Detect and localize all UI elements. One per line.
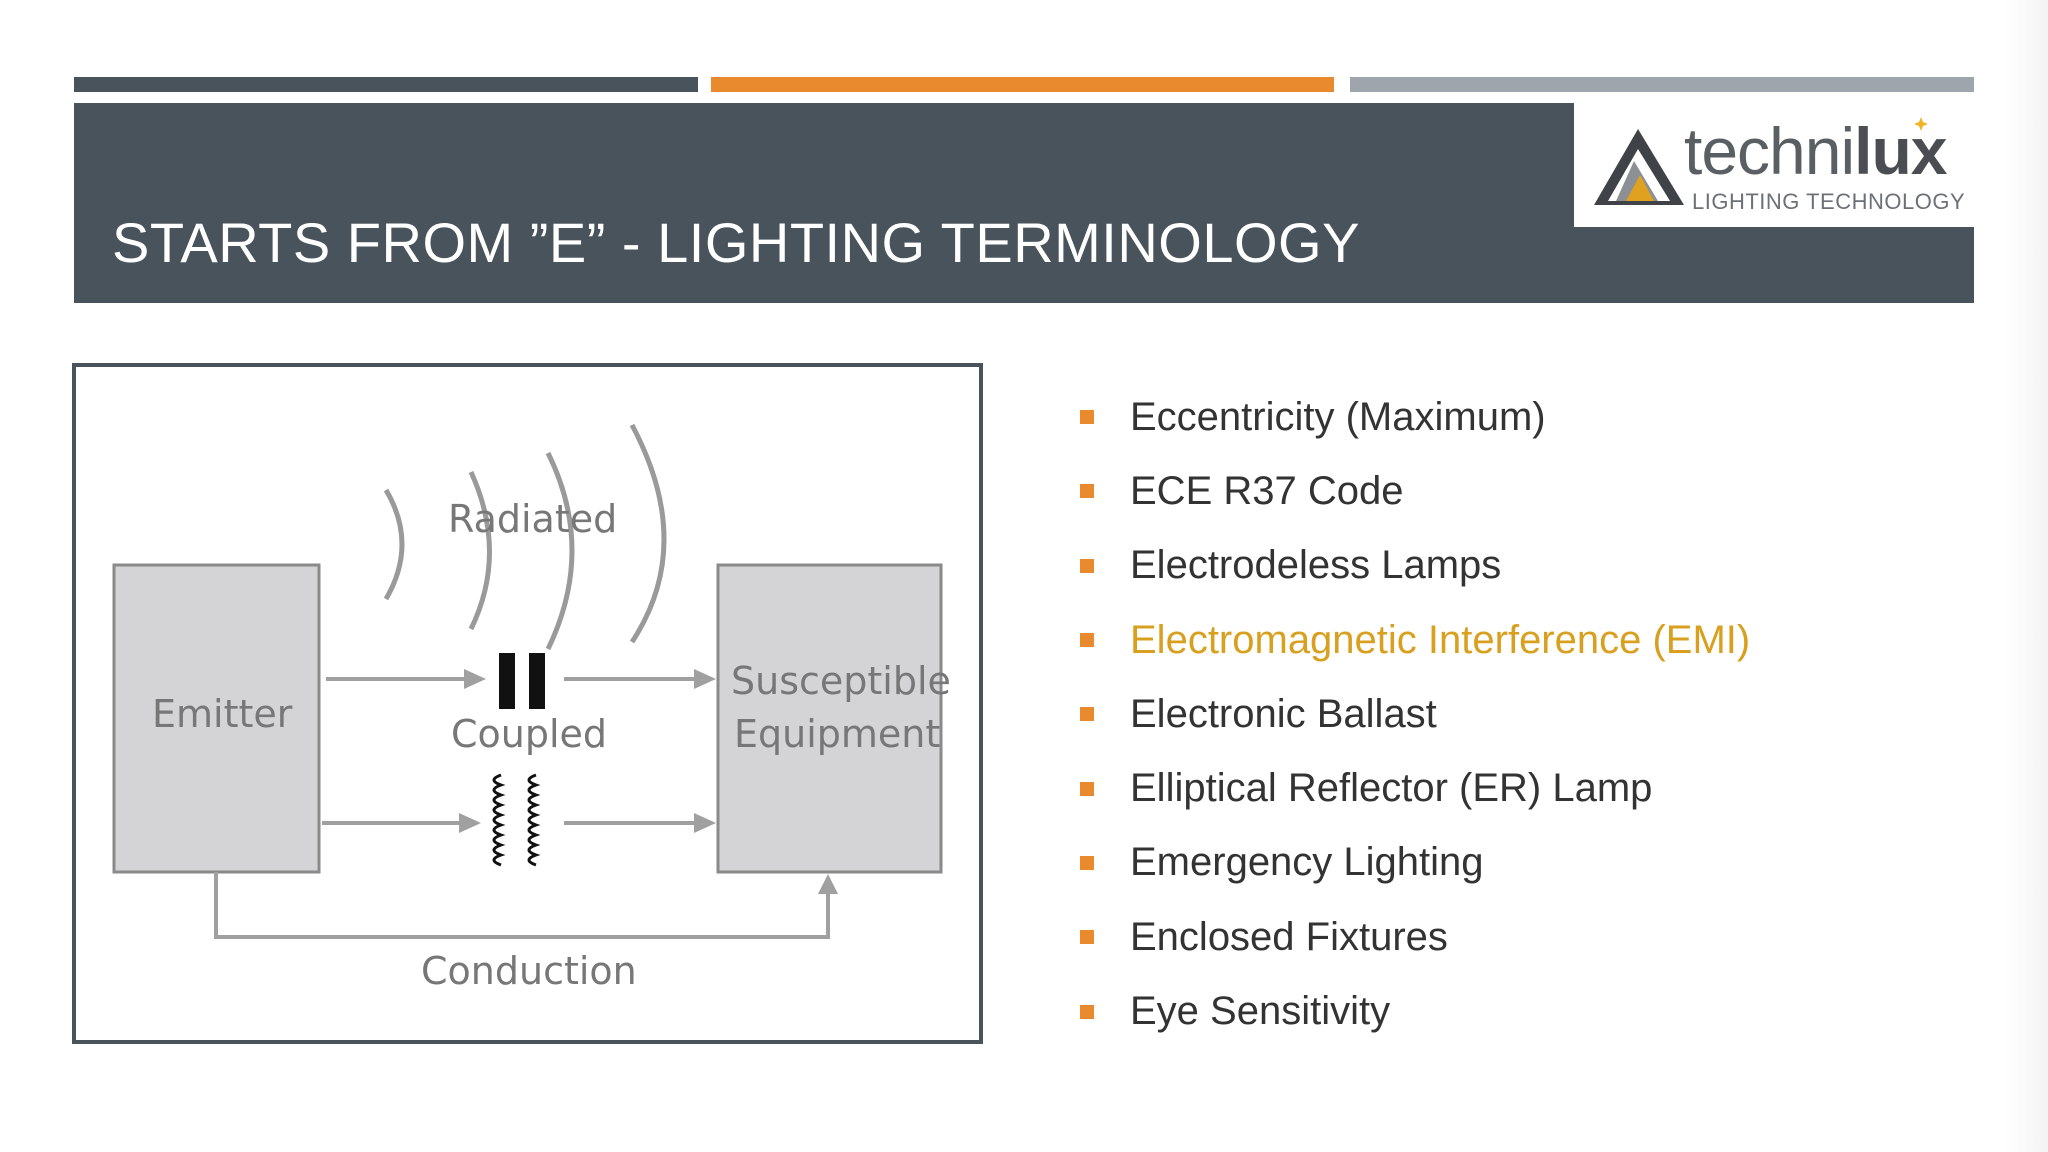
term-label: Elliptical Reflector (ER) Lamp xyxy=(1130,766,1653,811)
arrow-conduction-up xyxy=(818,874,838,894)
logo-tagline: LIGHTING TECHNOLOGY xyxy=(1692,189,1966,214)
radiated-wave-1 xyxy=(383,488,405,601)
top-accent-bar-gray xyxy=(1350,77,1974,92)
arrow-to-inductor xyxy=(459,813,481,833)
emi-coupling-diagram: Emitter Radiated Coupled Susceptible Equ… xyxy=(72,363,983,1044)
term-label: Eccentricity (Maximum) xyxy=(1130,394,1546,439)
diagram-graphics xyxy=(112,423,943,939)
top-accent-bar-slate xyxy=(74,77,698,92)
term-label: Electromagnetic Interference (EMI) xyxy=(1130,617,1751,662)
inductor-coil-right xyxy=(527,773,541,867)
slide-title: STARTS FROM ”E” - LIGHTING TERMINOLOGY xyxy=(112,211,1360,274)
list-item: Eye Sensitivity xyxy=(1080,974,1750,1048)
radiated-wave-3 xyxy=(545,451,575,651)
list-item: Electrodeless Lamps xyxy=(1080,529,1750,603)
square-bullet-icon xyxy=(1080,1004,1094,1019)
emitter-label: Emitter xyxy=(152,692,293,736)
arrow-to-capacitor xyxy=(464,669,486,689)
terminology-list: Eccentricity (Maximum) ECE R37 Code Elec… xyxy=(1080,380,1750,1049)
square-bullet-icon xyxy=(1080,410,1094,425)
list-item: ECE R37 Code xyxy=(1080,454,1750,528)
technilux-logo: technilux LIGHTING TECHNOLOGY xyxy=(1574,103,1974,227)
term-label: Eye Sensitivity xyxy=(1130,989,1391,1034)
term-label: Electronic Ballast xyxy=(1130,691,1437,736)
square-bullet-icon xyxy=(1080,930,1094,945)
square-bullet-icon xyxy=(1080,781,1094,796)
top-accent-bar-orange xyxy=(711,77,1334,92)
radiated-wave-2 xyxy=(468,470,492,631)
term-label: Enclosed Fixtures xyxy=(1130,914,1448,959)
equipment-label: Equipment xyxy=(734,712,941,756)
logo-wordmark: technilux xyxy=(1684,114,1947,188)
susceptible-box xyxy=(716,563,943,874)
square-bullet-icon xyxy=(1080,633,1094,648)
susceptible-label: Susceptible xyxy=(731,659,951,703)
term-label: Electrodeless Lamps xyxy=(1130,543,1502,588)
square-bullet-icon xyxy=(1080,484,1094,499)
square-bullet-icon xyxy=(1080,855,1094,870)
term-label: ECE R37 Code xyxy=(1130,468,1404,513)
conduction-label: Conduction xyxy=(421,949,637,993)
list-item: Electronic Ballast xyxy=(1080,677,1750,751)
arrow-to-equipment-top xyxy=(694,669,716,689)
term-label: Emergency Lighting xyxy=(1130,840,1484,885)
slide-edge-shadow xyxy=(2004,0,2048,1152)
capacitor-plate-left xyxy=(499,653,515,709)
logo-star-icon xyxy=(1914,117,1928,131)
capacitor-plate-right xyxy=(529,653,545,709)
square-bullet-icon xyxy=(1080,707,1094,722)
inductor-coil-left xyxy=(492,773,506,867)
logo-triangle-icon xyxy=(1594,129,1684,205)
list-item: Elliptical Reflector (ER) Lamp xyxy=(1080,751,1750,825)
conduction-path xyxy=(214,872,830,939)
list-item: Enclosed Fixtures xyxy=(1080,900,1750,974)
coupled-label: Coupled xyxy=(451,712,608,756)
list-item: Eccentricity (Maximum) xyxy=(1080,380,1750,454)
radiated-wave-4 xyxy=(629,423,667,644)
list-item-highlighted: Electromagnetic Interference (EMI) xyxy=(1080,603,1750,677)
radiated-label: Radiated xyxy=(448,497,618,541)
arrow-to-equipment-bottom xyxy=(694,813,716,833)
square-bullet-icon xyxy=(1080,558,1094,573)
list-item: Emergency Lighting xyxy=(1080,826,1750,900)
